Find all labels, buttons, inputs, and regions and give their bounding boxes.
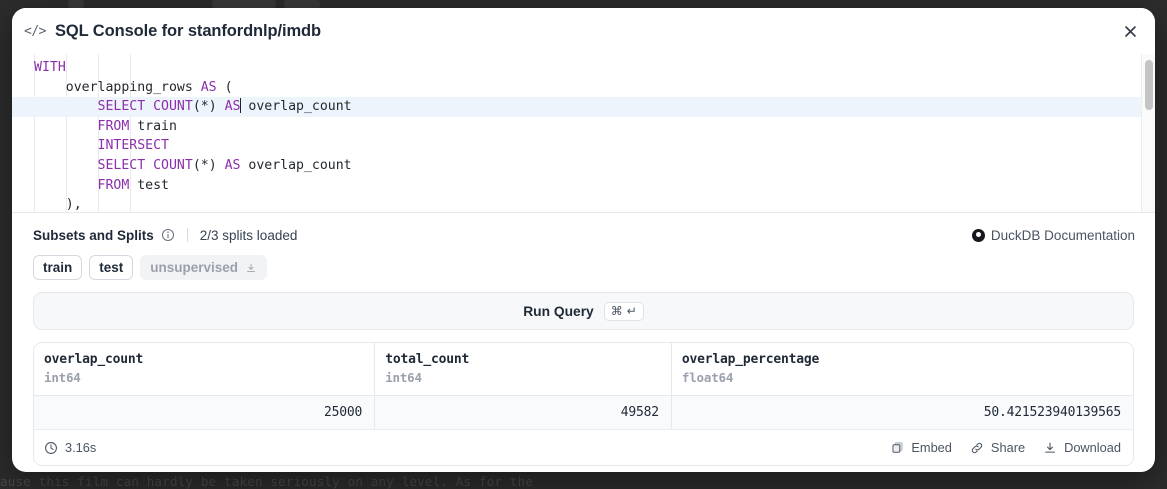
sql-line[interactable]: overlapping_rows AS (	[12, 78, 1155, 98]
sql-keyword: SELECT COUNT	[97, 99, 193, 115]
column-name: total_count	[385, 352, 470, 367]
sql-editor-content[interactable]: WITH overlapping_rows AS ( SELECT COUNT(…	[12, 54, 1155, 212]
background-page-text: ause this film can hardly be taken serio…	[0, 474, 534, 489]
close-icon[interactable]	[1117, 18, 1143, 44]
sql-text: overlap_count	[240, 99, 352, 115]
split-chip-label: test	[99, 260, 124, 275]
text-caret	[240, 98, 242, 114]
share-button[interactable]: Share	[970, 440, 1025, 455]
background-chip-2	[212, 0, 276, 9]
sql-text	[34, 119, 98, 134]
sql-line[interactable]: WITH	[12, 58, 1155, 78]
sql-text: overlap_count	[240, 157, 352, 173]
run-query-label: Run Query	[523, 303, 594, 319]
run-query-shortcut: ⌘ ↵	[603, 301, 644, 321]
sql-console-modal: </> SQL Console for stanfordnlp/imdb WIT…	[12, 8, 1155, 472]
sql-line[interactable]: ),	[12, 195, 1155, 213]
split-chip-train[interactable]: train	[33, 255, 83, 280]
query-duration-label: 3.16s	[65, 440, 97, 455]
sql-line[interactable]: FROM train	[12, 117, 1155, 137]
split-chip-label: train	[43, 260, 73, 275]
header-divider	[186, 228, 188, 242]
query-duration: 3.16s	[44, 440, 96, 455]
subsets-header-row: Subsets and Splits 2/3 splits loaded Duc…	[33, 225, 1135, 245]
copy-icon	[891, 441, 904, 454]
subsets-and-splits-section: Subsets and Splits 2/3 splits loaded Duc…	[12, 213, 1155, 280]
sql-text	[34, 138, 98, 153]
sql-keyword: FROM	[97, 177, 130, 193]
column-header[interactable]: overlap_percentage float64	[671, 343, 1133, 396]
info-circle-icon[interactable]	[161, 228, 175, 242]
subsets-title: Subsets and Splits	[33, 227, 154, 243]
sql-line[interactable]: FROM test	[12, 176, 1155, 196]
editor-scrollbar[interactable]	[1141, 54, 1155, 212]
sql-text: overlapping_rows	[34, 79, 201, 95]
sql-text	[34, 99, 98, 114]
background-chip-3	[284, 0, 320, 9]
run-query-section: Run Query ⌘ ↵	[12, 280, 1155, 330]
sql-line[interactable]: SELECT COUNT(*) AS overlap_count	[12, 97, 1155, 117]
splits-loaded-status: 2/3 splits loaded	[199, 227, 298, 243]
split-chip-unsupervised[interactable]: unsupervised	[140, 255, 268, 280]
split-chip-label: unsupervised	[150, 260, 239, 275]
shortcut-cmd-key: ⌘	[610, 303, 623, 318]
embed-label: Embed	[911, 440, 952, 455]
clock-icon	[44, 441, 58, 455]
sql-keyword: AS	[200, 79, 217, 95]
sql-text: test	[129, 177, 169, 193]
sql-keyword: SELECT COUNT	[97, 157, 193, 173]
table-cell: 50.421523940139565	[671, 395, 1133, 430]
column-type: int64	[44, 370, 81, 385]
sql-text: ),	[34, 197, 82, 213]
duckdb-documentation-label: DuckDB Documentation	[990, 227, 1135, 243]
code-brackets-icon: </>	[24, 23, 46, 39]
share-label: Share	[990, 440, 1026, 455]
sql-text: (*)	[192, 99, 225, 115]
download-label: Download	[1064, 440, 1121, 455]
duckdb-logo-icon	[971, 228, 985, 242]
results-actions: Embed Share	[891, 440, 1121, 455]
results-footer: 3.16s Embed	[34, 430, 1133, 465]
embed-button[interactable]: Embed	[891, 440, 952, 455]
download-icon	[1043, 441, 1057, 455]
sql-text	[34, 178, 98, 193]
table-cell: 25000	[34, 395, 376, 430]
column-name: overlap_count	[44, 352, 144, 367]
sql-keyword: FROM	[97, 118, 130, 134]
shortcut-enter-key: ↵	[626, 303, 637, 318]
page-title: SQL Console for stanfordnlp/imdb	[54, 21, 321, 40]
sql-editor[interactable]: WITH overlapping_rows AS ( SELECT COUNT(…	[12, 54, 1155, 213]
column-header[interactable]: overlap_count int64	[34, 343, 376, 396]
sql-text	[34, 158, 98, 173]
sql-line[interactable]: SELECT COUNT(*) AS overlap_count	[12, 156, 1155, 176]
sql-text: (	[216, 79, 233, 95]
sql-keyword: WITH	[34, 60, 66, 75]
download-icon[interactable]	[245, 262, 257, 274]
run-query-button[interactable]: Run Query ⌘ ↵	[33, 292, 1134, 330]
sql-text: train	[129, 118, 177, 134]
sql-text: (*)	[192, 157, 225, 173]
sql-keyword: AS	[224, 99, 241, 115]
split-chip-list: train test unsupervised	[33, 255, 1135, 280]
duckdb-documentation-link[interactable]: DuckDB Documentation	[971, 227, 1135, 243]
sql-keyword: INTERSECT	[97, 138, 169, 154]
column-name: overlap_percentage	[681, 352, 820, 367]
download-button[interactable]: Download	[1043, 440, 1121, 455]
column-type: int64	[385, 370, 422, 385]
sql-keyword: AS	[224, 157, 241, 173]
table-cell: 49582	[374, 395, 672, 430]
link-icon	[970, 441, 984, 455]
column-header[interactable]: total_count int64	[374, 343, 672, 396]
modal-header: </> SQL Console for stanfordnlp/imdb	[12, 8, 1155, 54]
editor-scrollbar-thumb[interactable]	[1145, 60, 1153, 110]
sql-line[interactable]: INTERSECT	[12, 136, 1155, 156]
split-chip-test[interactable]: test	[89, 255, 134, 280]
column-type: float64	[681, 370, 734, 385]
background-chip-1	[68, 0, 84, 9]
